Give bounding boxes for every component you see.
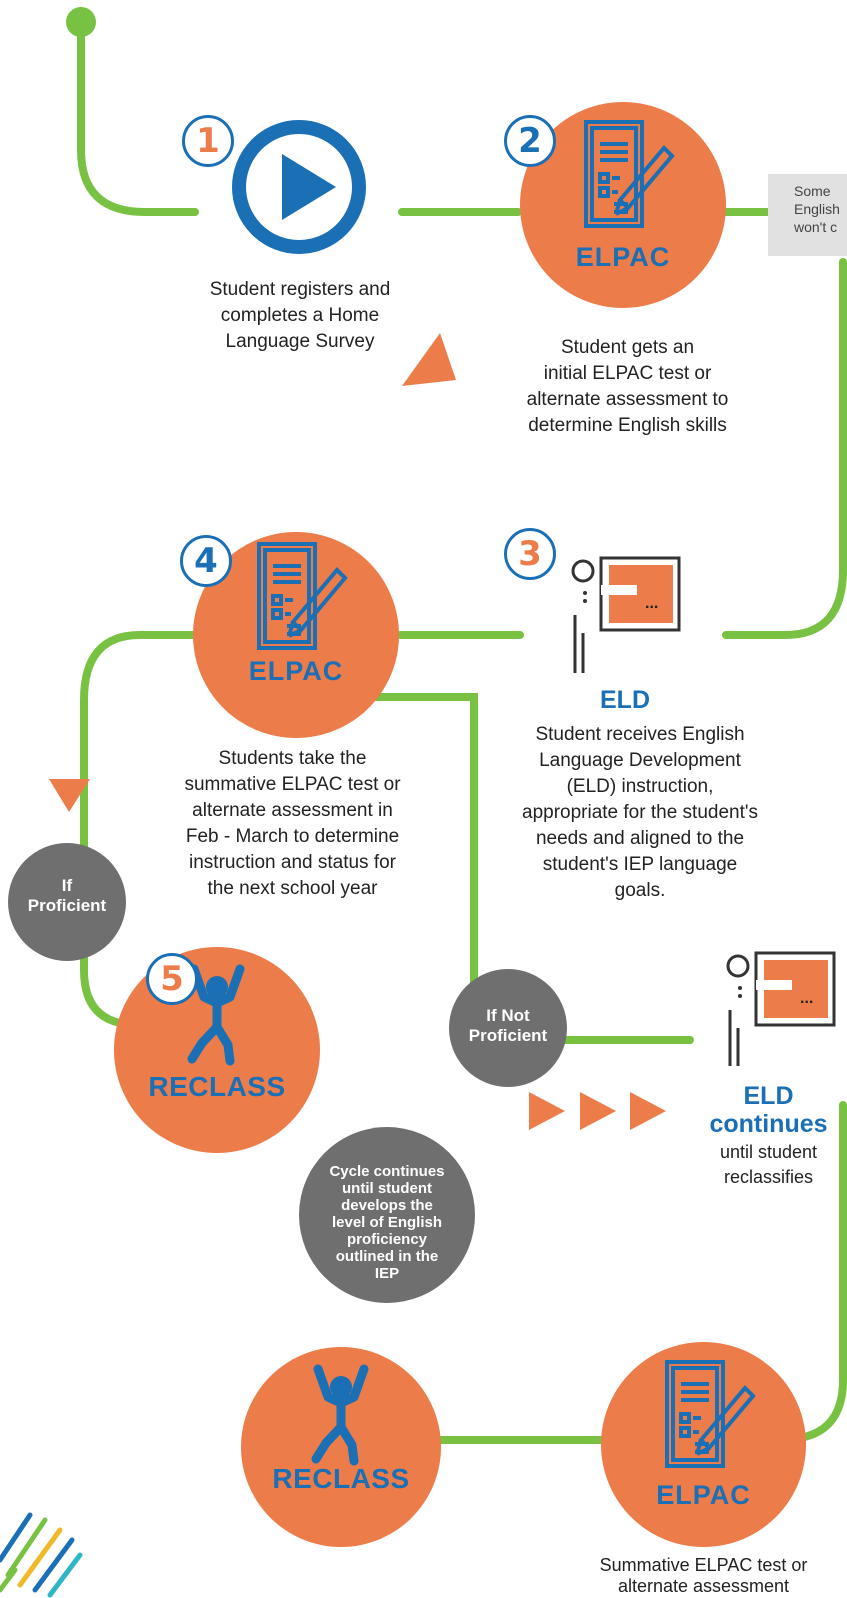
board-dots: ... — [645, 595, 659, 612]
arrow-triangle-down — [49, 779, 90, 812]
reclass-circle: RECLASS — [114, 947, 320, 1153]
step-3-description: Student receives English Language Develo… — [522, 724, 758, 901]
step-number-badge: 5 — [146, 953, 198, 1005]
teacher-board-icon: ... — [720, 950, 840, 1075]
step-number-badge: 1 — [182, 115, 234, 167]
bottom-elpac-circle: ELPAC — [601, 1342, 806, 1547]
cycle-note-circle: Cycle continues until student develops t… — [299, 1127, 475, 1303]
arrow-triangle — [402, 333, 456, 386]
if-not-proficient-circle: If Not Proficient — [449, 969, 567, 1087]
if-proficient-circle: If Proficient — [8, 843, 126, 961]
cycle-note-text: Cycle continues until student develops t… — [329, 1163, 445, 1282]
test-form-icon — [253, 540, 353, 665]
bottom-reclass-circle: RECLASS — [241, 1347, 441, 1547]
eld-heading: ELD — [600, 686, 650, 714]
note-box: Some English won't c — [768, 174, 847, 256]
if-proficient-label: If Proficient — [27, 876, 107, 915]
step-2-description: Student gets an initial ELPAC test or al… — [526, 337, 729, 436]
arrow-triangle-right — [529, 1092, 565, 1130]
reclass-label: RECLASS — [272, 1463, 410, 1494]
connector-right-3 — [722, 258, 847, 639]
eld-continues-heading: ELD continues — [709, 1082, 828, 1138]
bottom-description: Summative ELPAC test or alternate assess… — [599, 1555, 808, 1596]
test-form-icon — [661, 1358, 761, 1483]
elpac-label: ELPAC — [656, 1480, 751, 1510]
logo-streaks — [0, 1512, 83, 1598]
arrow-triangle-right — [580, 1092, 616, 1130]
board-dots: ... — [800, 990, 814, 1007]
teacher-board-icon: ... — [565, 555, 685, 680]
step-number-badge: 2 — [504, 115, 556, 167]
arrow-triangle-right — [630, 1092, 666, 1130]
connector-4-5 — [80, 631, 199, 1027]
connector-4-notprof — [336, 693, 478, 989]
reclass-label: RECLASS — [148, 1071, 286, 1102]
step-number-badge: 3 — [504, 528, 556, 580]
step-4-description: Students take the summative ELPAC test o… — [184, 748, 401, 899]
elpac-label: ELPAC — [248, 656, 344, 686]
step-1-description: Student registers and completes a Home L… — [209, 279, 391, 352]
step-number-badge: 4 — [180, 535, 232, 587]
connector-right-bottom — [796, 1101, 847, 1442]
if-not-proficient-label: If Not Proficient — [468, 1006, 548, 1045]
jumping-person-icon — [306, 1363, 376, 1472]
start-dot — [66, 7, 96, 37]
eld-continues-description: until student reclassifies — [719, 1142, 818, 1187]
play-icon — [230, 118, 368, 261]
test-form-icon — [580, 118, 680, 243]
elpac-label: ELPAC — [575, 242, 671, 272]
jumping-person-icon — [182, 963, 252, 1072]
connector-start — [77, 18, 199, 216]
